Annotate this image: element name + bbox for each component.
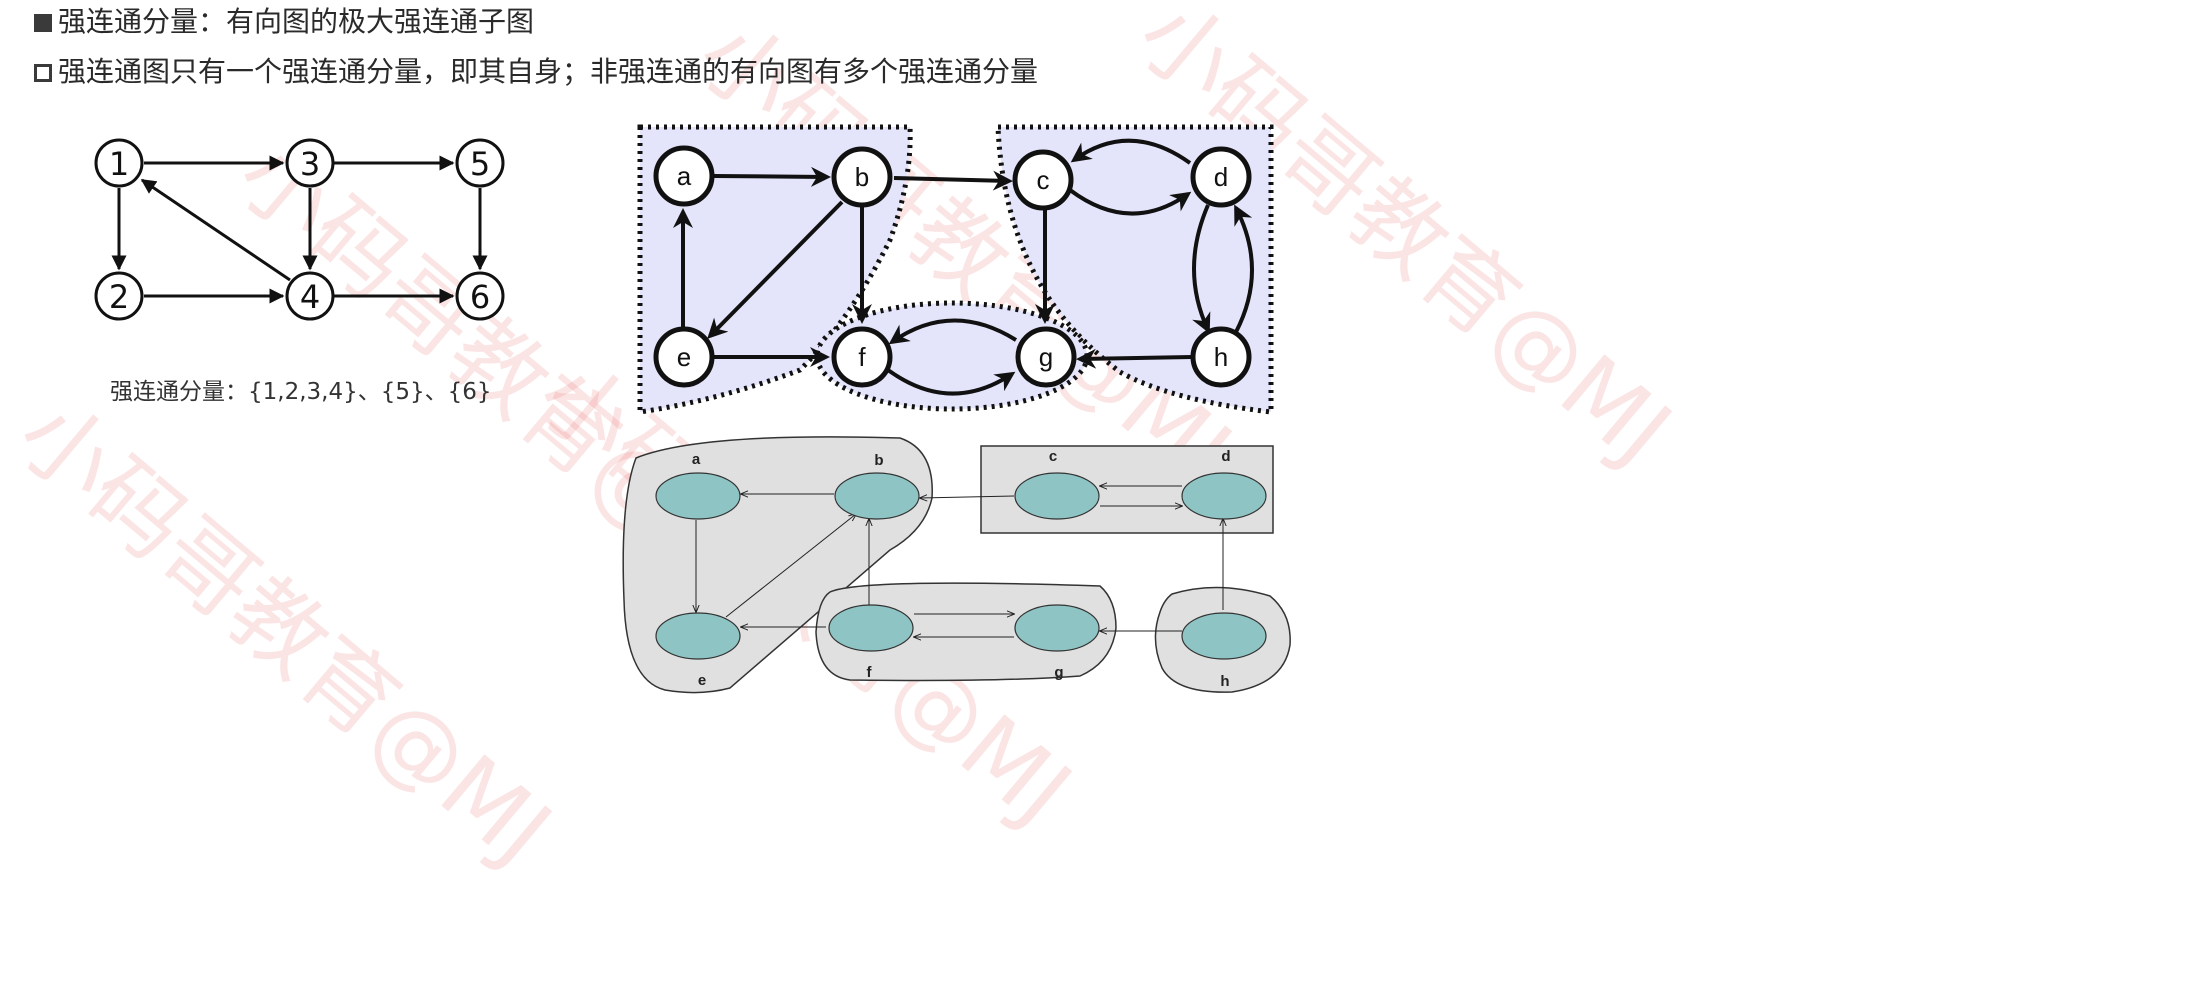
node-2-label: 2: [109, 278, 129, 316]
definition-text: 强连通分量：有向图的极大强连通子图: [58, 5, 535, 38]
node-b-label: b: [855, 162, 869, 192]
note-text: 强连通图只有一个强连通分量，即其自身；非强连通的有向图有多个强连通分量: [58, 55, 1039, 88]
edge-a-b: [713, 166, 831, 187]
node-3: 3: [285, 138, 335, 188]
digraph-example-1: 1 3 5 2 4 6: [94, 138, 505, 321]
edge-g-f: [888, 318, 1018, 345]
node-g-small-label: g: [1054, 664, 1063, 681]
node-e-small: [655, 612, 741, 660]
node-g-label: g: [1039, 342, 1053, 372]
node-a-small-label: a: [692, 451, 701, 468]
node-a-small: [655, 472, 741, 520]
node-5-label: 5: [470, 145, 490, 183]
node-6: 6: [455, 271, 505, 321]
node-6-label: 6: [470, 278, 490, 316]
edge-b-e: [707, 200, 844, 339]
node-1-label: 1: [109, 145, 129, 183]
node-f-label: f: [858, 342, 866, 372]
node-4-label: 4: [300, 278, 320, 316]
node-1: 1: [94, 138, 144, 188]
edge-c-b-small: [920, 496, 1015, 498]
node-5: 5: [455, 138, 505, 188]
filled-square-bullet-icon: [34, 14, 52, 32]
edge-d-c: [1070, 138, 1192, 165]
edge-4-1: [140, 178, 291, 282]
node-e-small-label: e: [698, 672, 706, 689]
edge-e-b-small: [725, 514, 856, 618]
edge-h-g: [1076, 348, 1193, 369]
edge-f-g: [886, 368, 1016, 396]
node-f-small-label: f: [867, 664, 873, 681]
edge-c-d: [1068, 188, 1192, 216]
node-c-small: [1014, 472, 1100, 520]
node-b-small: [834, 472, 920, 520]
node-2: 2: [94, 271, 144, 321]
node-h: h: [1190, 326, 1252, 388]
node-g-small: [1014, 604, 1100, 652]
node-h-label: h: [1214, 342, 1228, 372]
node-d-small-label: d: [1221, 448, 1230, 465]
node-c-small-label: c: [1049, 448, 1057, 465]
node-d-small: [1181, 472, 1267, 520]
node-4: 4: [285, 271, 335, 321]
node-h-small-label: h: [1220, 673, 1229, 690]
node-f: f: [831, 326, 893, 388]
hollow-square-bullet-icon: [34, 64, 52, 82]
node-e-label: e: [677, 342, 691, 372]
digraph-example-2: a b c d e f g h: [637, 124, 1274, 415]
node-c: c: [1012, 149, 1074, 211]
edge-h-d: [1234, 204, 1254, 333]
node-3-label: 3: [300, 145, 320, 183]
node-e: e: [653, 326, 715, 388]
node-h-small: [1181, 612, 1267, 660]
node-f-small: [828, 604, 914, 652]
diagrams-canvas: 1 3 5 2 4 6: [94, 124, 1291, 694]
bullet-note: 强连通图只有一个强连通分量，即其自身；非强连通的有向图有多个强连通分量: [34, 54, 1038, 90]
node-g: g: [1015, 326, 1077, 388]
node-b-small-label: b: [874, 452, 883, 469]
edge-b-c: [893, 170, 1013, 191]
node-a-label: a: [677, 161, 692, 191]
edge-d-h: [1192, 204, 1211, 334]
example1-caption: 强连通分量：{1,2,3,4}、{5}、{6}: [110, 379, 492, 405]
node-b: b: [831, 146, 893, 208]
node-d-label: d: [1214, 162, 1228, 192]
bullet-definition: 强连通分量：有向图的极大强连通子图: [34, 4, 534, 40]
node-d: d: [1190, 146, 1252, 208]
digraph-example-3: a b c d e f g h: [622, 436, 1291, 694]
node-c-label: c: [1037, 165, 1050, 195]
node-a: a: [653, 145, 715, 207]
